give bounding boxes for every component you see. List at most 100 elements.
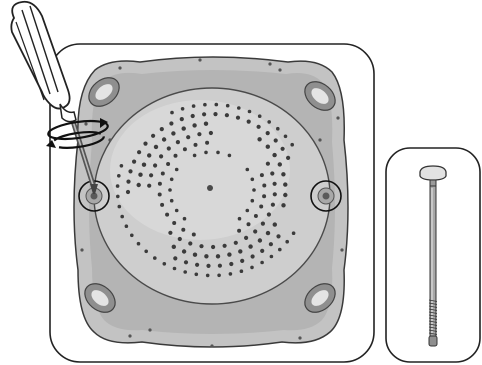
perforation-hole xyxy=(271,203,275,207)
perforation-hole xyxy=(205,141,209,145)
perforation-hole xyxy=(147,184,151,188)
perforation-hole xyxy=(192,123,196,127)
perforation-hole xyxy=(183,217,187,221)
perforation-hole xyxy=(173,267,177,271)
rim-dot xyxy=(148,328,151,331)
perforation-hole xyxy=(175,168,179,172)
perforation-hole xyxy=(197,132,201,136)
perforation-hole xyxy=(170,111,174,115)
perforation-hole xyxy=(182,126,186,130)
perforation-hole xyxy=(144,250,148,254)
rim-dot xyxy=(108,138,111,141)
perforation-hole xyxy=(259,205,263,209)
perforation-hole xyxy=(182,249,186,253)
perforation-hole xyxy=(215,103,219,107)
perforation-hole xyxy=(176,140,180,144)
perforation-hole xyxy=(276,234,280,238)
perforation-hole xyxy=(168,188,172,192)
perforation-hole xyxy=(154,145,158,149)
perforation-hole xyxy=(151,134,155,138)
perforation-hole xyxy=(229,262,233,266)
round-base xyxy=(74,57,348,348)
perforation-hole xyxy=(284,135,288,139)
perforation-hole xyxy=(143,142,147,146)
perforation-hole xyxy=(206,274,210,278)
perforation-hole xyxy=(128,169,132,173)
perforation-hole xyxy=(163,262,167,266)
perforation-hole xyxy=(247,222,251,226)
perforation-hole xyxy=(281,203,285,207)
perforation-hole xyxy=(117,174,121,178)
perforation-hole xyxy=(240,259,244,263)
perforation-hole xyxy=(262,184,266,188)
perforation-hole xyxy=(174,154,178,158)
perforation-hole xyxy=(206,264,210,268)
perforation-hole xyxy=(237,229,241,233)
perforation-hole xyxy=(169,121,173,125)
perforation-hole xyxy=(171,131,175,135)
perforation-hole xyxy=(290,143,294,147)
perforation-hole xyxy=(195,273,199,277)
perforation-hole xyxy=(257,137,261,141)
rim-dot xyxy=(278,68,281,71)
perforation-hole xyxy=(149,173,153,177)
perforation-hole xyxy=(238,249,242,253)
perforation-hole xyxy=(183,147,187,151)
perforation-hole xyxy=(217,274,221,278)
perforation-hole xyxy=(142,163,146,167)
perforation-hole xyxy=(137,150,141,154)
perforation-hole xyxy=(125,224,129,228)
perforation-hole xyxy=(192,233,196,237)
perforation-hole xyxy=(209,131,213,135)
perforation-hole xyxy=(260,249,264,253)
perforation-hole xyxy=(273,192,277,196)
perforation-hole xyxy=(251,199,255,203)
perforation-hole xyxy=(138,173,142,177)
perforation-hole xyxy=(166,162,170,166)
perforation-hole xyxy=(270,255,274,259)
perforation-hole xyxy=(211,245,215,249)
perforation-hole xyxy=(158,182,162,186)
perforation-hole xyxy=(227,252,231,256)
perforation-hole xyxy=(258,238,262,242)
perforation-hole xyxy=(120,164,124,168)
perforation-hole xyxy=(246,209,250,213)
perforation-hole xyxy=(204,151,208,155)
perforation-hole xyxy=(260,173,264,177)
perforation-hole xyxy=(266,231,270,235)
rim-dot xyxy=(118,66,121,69)
perforation-hole xyxy=(170,199,174,203)
perforation-hole xyxy=(254,214,258,218)
perforation-hole xyxy=(266,131,270,135)
perforation-hole xyxy=(167,146,171,150)
perforation-hole xyxy=(266,145,270,149)
perforation-hole xyxy=(252,188,256,192)
rim-dot xyxy=(336,116,339,119)
perforation-hole xyxy=(172,221,176,225)
perforation-hole xyxy=(216,151,220,155)
perforation-hole xyxy=(261,222,265,226)
rim-dot xyxy=(298,336,301,339)
center-hole xyxy=(207,185,213,191)
perforation-hole xyxy=(223,244,227,248)
perforation-hole xyxy=(257,125,261,129)
perforation-hole xyxy=(175,209,179,213)
perforation-hole xyxy=(204,254,208,258)
perforation-hole xyxy=(251,178,255,182)
perforation-hole xyxy=(240,269,244,273)
perforation-hole xyxy=(193,253,197,257)
perforation-hole xyxy=(180,117,184,121)
perforation-hole xyxy=(244,236,248,240)
perforation-hole xyxy=(274,138,278,142)
perforation-hole xyxy=(225,113,229,117)
perforation-hole xyxy=(193,154,197,158)
perforation-hole xyxy=(283,193,287,197)
perforation-hole xyxy=(184,260,188,264)
perforation-hole xyxy=(238,217,242,221)
perforation-hole xyxy=(253,229,257,233)
perforation-hole xyxy=(269,242,273,246)
perforation-hole xyxy=(285,240,289,244)
rim-dot xyxy=(198,58,201,61)
perforation-hole xyxy=(273,182,277,186)
